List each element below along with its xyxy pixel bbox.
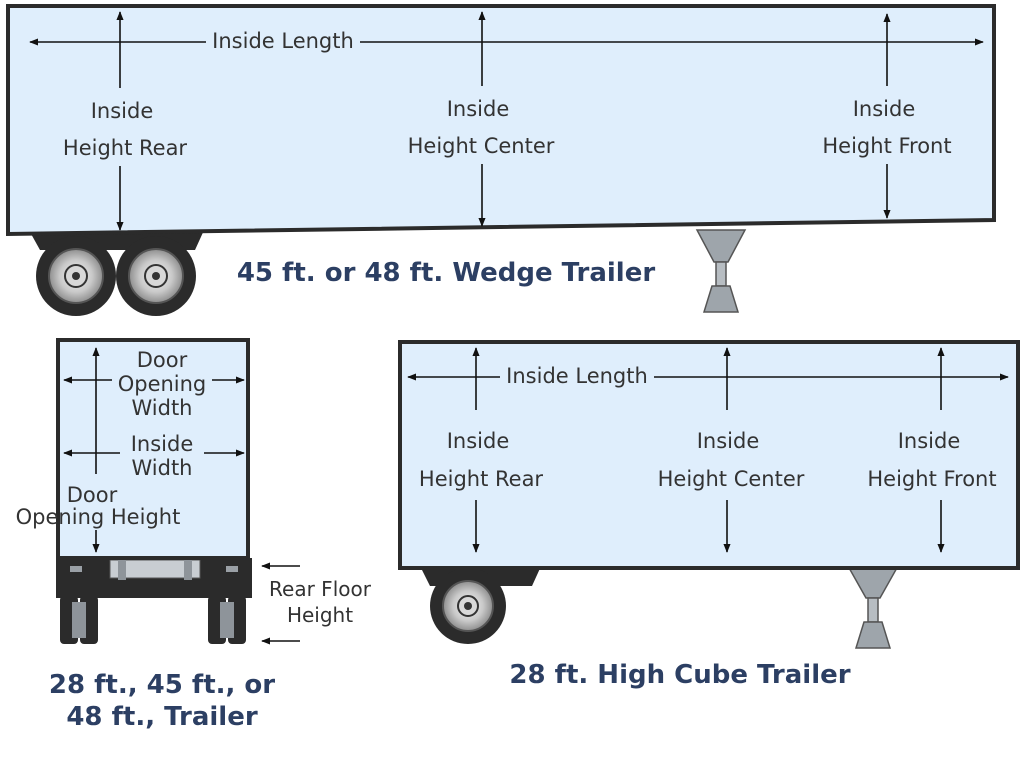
rear-view-caption-line2: 48 ft., Trailer bbox=[66, 702, 257, 732]
wedge-height-center-line1: Inside bbox=[447, 97, 510, 121]
rear-view-caption-line1: 28 ft., 45 ft., or bbox=[49, 670, 275, 700]
high-cube-trailer: Inside Length Inside Height Rear Inside … bbox=[398, 340, 1020, 690]
high-cube-height-rear-line2: Height Rear bbox=[419, 467, 544, 491]
high-cube-trailer-caption: 28 ft. High Cube Trailer bbox=[509, 660, 850, 690]
rear-view-trailer: Door Opening Width Inside Width Door Ope… bbox=[16, 338, 372, 732]
wedge-trailer-body bbox=[6, 4, 996, 237]
wedge-height-rear-line1: Inside bbox=[91, 99, 154, 123]
inside-width-line1: Inside bbox=[131, 432, 194, 456]
wedge-trailer: Inside Length Inside Height Rear Inside … bbox=[6, 4, 996, 316]
door-opening-height-line2: Opening Height bbox=[16, 505, 181, 529]
door-opening-width-line2: Opening bbox=[118, 372, 207, 396]
wedge-rear-wheel-1 bbox=[36, 236, 116, 316]
rear-left-tires bbox=[60, 596, 98, 644]
wedge-rear-wheel-2 bbox=[116, 236, 196, 316]
high-cube-inside-length-label: Inside Length bbox=[506, 364, 648, 388]
inside-width-line2: Width bbox=[131, 456, 192, 480]
rear-floor-height-line1: Rear Floor bbox=[269, 577, 372, 601]
door-opening-width-line3: Width bbox=[131, 396, 192, 420]
high-cube-trailer-body bbox=[398, 340, 1020, 570]
wedge-height-rear-line2: Height Rear bbox=[63, 136, 188, 160]
door-opening-height-line1: Door bbox=[67, 483, 118, 507]
rear-view-body bbox=[56, 338, 250, 560]
wedge-height-center-line2: Height Center bbox=[408, 134, 555, 158]
wedge-landing-gear bbox=[695, 229, 747, 313]
high-cube-height-front-line1: Inside bbox=[898, 429, 961, 453]
high-cube-height-front-line2: Height Front bbox=[867, 467, 996, 491]
high-cube-height-rear-line1: Inside bbox=[447, 429, 510, 453]
rear-right-tires bbox=[208, 596, 246, 644]
wedge-height-front-line2: Height Front bbox=[822, 134, 951, 158]
wedge-trailer-caption: 45 ft. or 48 ft. Wedge Trailer bbox=[237, 258, 656, 288]
high-cube-landing-gear bbox=[846, 565, 900, 649]
wedge-inside-length-label: Inside Length bbox=[212, 29, 354, 53]
wedge-height-front-line1: Inside bbox=[853, 97, 916, 121]
door-opening-width-line1: Door bbox=[137, 348, 188, 372]
high-cube-height-center-line2: Height Center bbox=[658, 467, 805, 491]
high-cube-rear-wheel bbox=[430, 568, 506, 644]
rear-floor-height-line2: Height bbox=[287, 603, 353, 627]
high-cube-height-center-line1: Inside bbox=[697, 429, 760, 453]
